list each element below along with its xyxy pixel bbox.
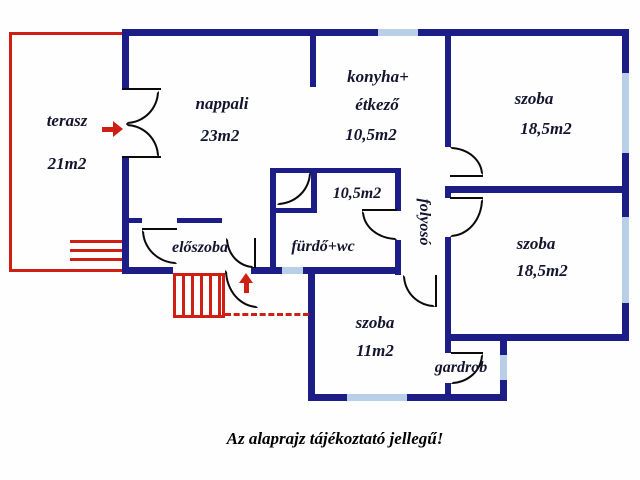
wall-right-2: [622, 153, 629, 217]
window-right-upper: [622, 73, 629, 153]
wall-left-lower: [122, 158, 129, 274]
wall-gardrob-left-b: [445, 383, 451, 401]
room-label-terasz: terasz: [46, 111, 88, 130]
room-label-konyha-1: konyha+: [347, 67, 409, 86]
wall-gardrob-right-b: [500, 380, 507, 396]
wall-alcove-bottom: [270, 208, 317, 213]
door-leaf: [451, 352, 483, 354]
wall-folyoso-left-b: [395, 240, 401, 275]
window-gardrob: [500, 355, 507, 380]
room-area-terasz: 21m2: [47, 154, 87, 173]
wall-eloszoba-top-a: [128, 218, 142, 223]
terrace-step: [70, 240, 122, 243]
room-label-gardrob: gardrob: [434, 359, 488, 376]
wall-bottom-a: [308, 394, 347, 401]
wall-szoba-divider: [445, 186, 628, 193]
wall-furdo-left: [270, 168, 276, 272]
room-label-szoba-felso: szoba: [514, 89, 554, 108]
terrace-step: [70, 258, 122, 261]
terrace-outline-left: [9, 32, 12, 272]
door-arc-szoba11: [403, 275, 435, 307]
terrace-outline-top: [9, 32, 122, 35]
room-label-konyha-2: étkező: [355, 95, 399, 114]
door-leaf: [435, 275, 437, 307]
stairs-hatched-block: [173, 273, 225, 318]
wall-folyoso-right-b: [445, 237, 451, 334]
terrace-outline-bottom: [9, 269, 122, 272]
door-arc-alcove: [277, 172, 311, 205]
wall-gardrob-right-a: [500, 340, 507, 355]
plan-disclaimer-caption: Az alaprajz tájékoztató jellegű!: [226, 429, 444, 448]
wall-kisszoba-top: [270, 168, 400, 173]
room-label-szoba-also: szoba: [516, 234, 556, 253]
wall-furdo-bottom-b: [303, 267, 400, 274]
door-leaf: [254, 238, 256, 268]
door-arc-terrace-lower: [126, 124, 159, 157]
door-leaf: [142, 228, 177, 230]
wall-folyoso-left-a: [395, 168, 401, 211]
room-area-kisszoba: 10,5m2: [332, 185, 382, 202]
door-leaf: [450, 175, 483, 177]
door-arc-kisszoba: [362, 211, 397, 240]
room-label-nappali: nappali: [195, 94, 249, 113]
room-label-szoba11: szoba: [355, 313, 395, 332]
wall-gardrob-left-a: [445, 334, 451, 353]
wall-bottom-b: [407, 394, 507, 401]
room-label-furdo: fürdő+wc: [291, 238, 355, 255]
stairs-dashed-line: [225, 313, 309, 316]
wall-szoba11-left: [308, 274, 315, 401]
wall-right-1: [622, 29, 629, 73]
room-area-szoba-felso: 18,5m2: [520, 119, 572, 138]
room-area-konyha: 10,5m2: [345, 125, 397, 144]
room-area-szoba11: 11m2: [356, 341, 394, 360]
wall-top: [122, 29, 628, 36]
door-jamb: [122, 88, 161, 90]
door-arc-stairs: [225, 270, 258, 308]
room-label-eloszoba: előszoba: [172, 239, 228, 256]
door-leaf: [450, 197, 483, 199]
wall-left-upper: [122, 29, 129, 90]
door-leaf: [362, 209, 397, 211]
window-top: [378, 29, 418, 36]
wall-folyoso-right-a: [445, 193, 451, 198]
door-jamb: [122, 156, 161, 158]
room-area-szoba-also: 18,5m2: [516, 261, 568, 280]
wall-eloszoba-bottom: [122, 267, 173, 274]
wall-nappali-konyha: [310, 33, 316, 87]
wall-furdo-bottom-a: [251, 267, 282, 274]
window-bottom: [347, 394, 407, 401]
door-arc-szoba-felso: [450, 147, 483, 175]
window-furdo: [282, 267, 303, 274]
door-arc-terrace-upper: [126, 91, 159, 124]
wall-kisszoba-left: [311, 168, 317, 213]
room-label-folyoso: folyosó: [416, 198, 433, 246]
room-area-nappali: 23m2: [200, 126, 240, 145]
wall-szoba-bottom: [445, 334, 628, 341]
door-arc-szoba-also: [450, 199, 483, 237]
wall-eloszoba-top-b: [177, 218, 222, 223]
wall-konyha-szoba: [445, 29, 451, 147]
terrace-step: [70, 249, 122, 252]
wall-right-3: [622, 303, 629, 341]
window-right-lower: [622, 217, 629, 303]
